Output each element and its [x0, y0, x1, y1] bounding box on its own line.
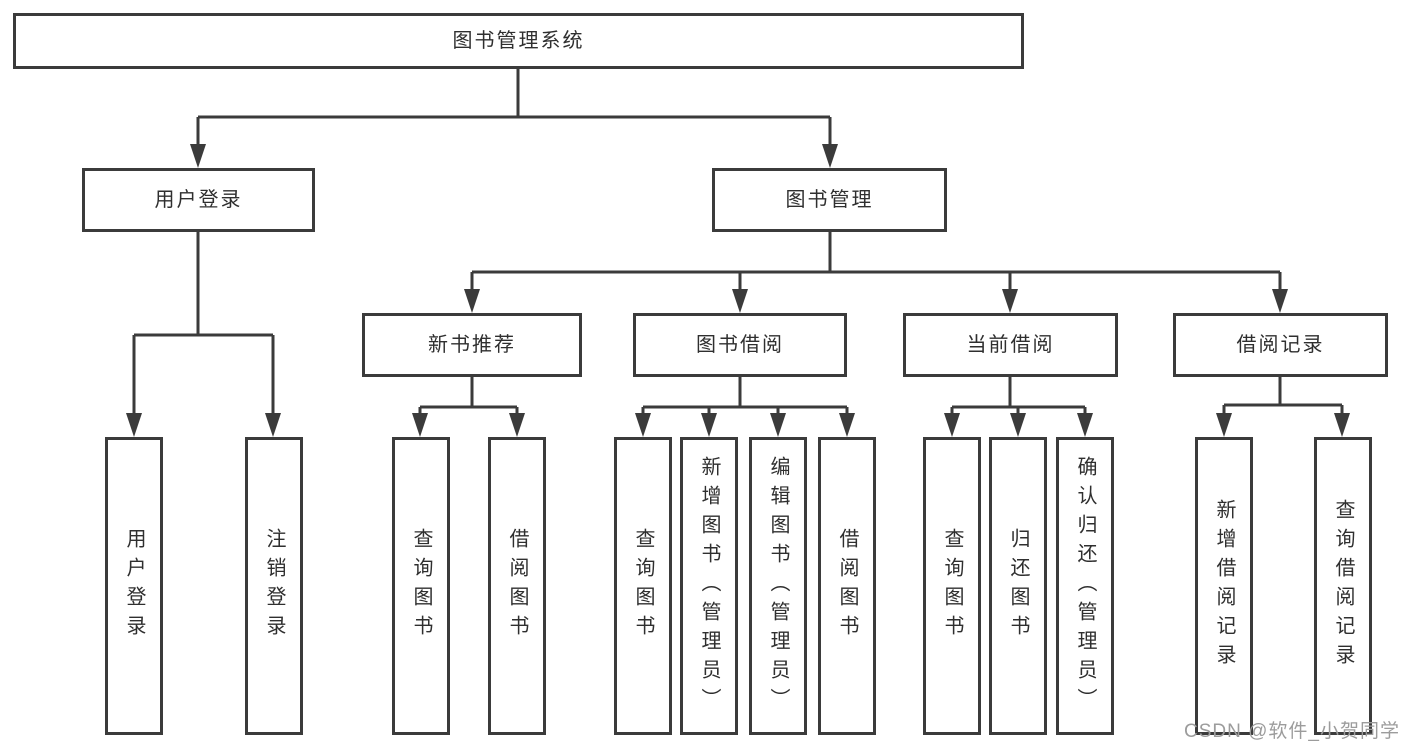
node-label: 借阅记录 [1236, 334, 1325, 356]
node-label: 用户登录 [154, 189, 243, 211]
leaf-logout: 注销登录 [245, 437, 303, 735]
node-user-login: 用户登录 [82, 168, 315, 232]
node-new-book-recommend: 新书推荐 [362, 313, 582, 377]
node-label: 图书借阅 [696, 334, 784, 356]
node-borrowing-records: 借阅记录 [1173, 313, 1388, 377]
leaf-borrow-books-borrowing: 借阅图书 [818, 437, 876, 735]
leaf-label: 查询图书 [632, 528, 654, 644]
node-label: 新书推荐 [428, 334, 516, 356]
leaf-label: 注销登录 [263, 528, 285, 644]
node-label: 图书管理 [785, 189, 874, 211]
csdn-watermark: CSDN @软件_小贺同学 [1184, 721, 1400, 742]
leaf-query-books-recommend: 查询图书 [392, 437, 450, 735]
node-label: 当前借阅 [966, 334, 1055, 356]
leaf-borrow-books-recommend: 借阅图书 [488, 437, 546, 735]
node-book-borrowing: 图书借阅 [633, 313, 847, 377]
leaf-add-book-admin: 新增图书（管理员） [680, 437, 738, 735]
leaf-label: 用户登录 [123, 528, 145, 644]
leaf-label: 查询图书 [941, 528, 963, 644]
leaf-label: 确认归还（管理员） [1074, 455, 1096, 717]
leaf-label: 查询图书 [410, 528, 432, 644]
leaf-add-borrow-record: 新增借阅记录 [1195, 437, 1253, 735]
leaf-label: 查询借阅记录 [1332, 499, 1354, 673]
leaf-query-books-current: 查询图书 [923, 437, 981, 735]
leaf-query-books-borrowing: 查询图书 [614, 437, 672, 735]
node-book-management-system: 图书管理系统 [13, 13, 1024, 69]
node-book-management: 图书管理 [712, 168, 947, 232]
leaf-edit-book-admin: 编辑图书（管理员） [749, 437, 807, 735]
leaf-label: 新增图书（管理员） [698, 455, 720, 717]
leaf-confirm-return-admin: 确认归还（管理员） [1056, 437, 1114, 735]
node-label: 图书管理系统 [452, 30, 585, 52]
leaf-label: 归还图书 [1007, 528, 1029, 644]
leaf-label: 借阅图书 [836, 528, 858, 644]
leaf-user-login: 用户登录 [105, 437, 163, 735]
node-current-borrowing: 当前借阅 [903, 313, 1118, 377]
leaf-label: 借阅图书 [506, 528, 528, 644]
leaf-query-borrow-record: 查询借阅记录 [1314, 437, 1372, 735]
leaf-return-book: 归还图书 [989, 437, 1047, 735]
leaf-label: 编辑图书（管理员） [767, 455, 789, 717]
leaf-label: 新增借阅记录 [1213, 499, 1235, 673]
